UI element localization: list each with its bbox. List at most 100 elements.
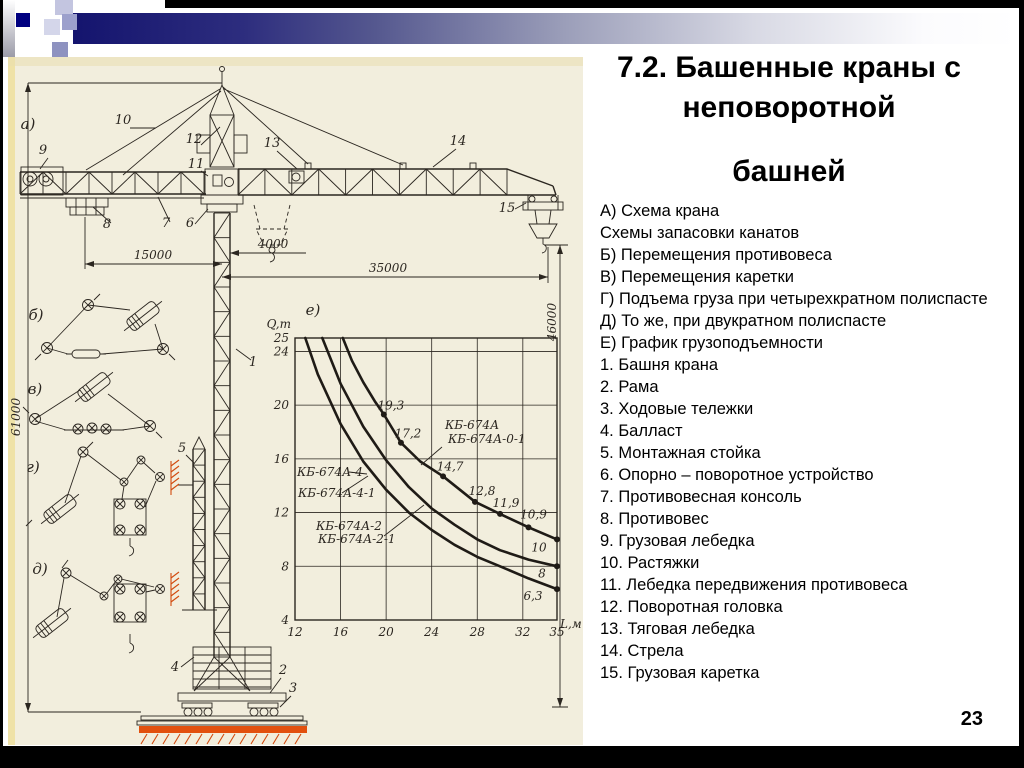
jib (238, 162, 557, 196)
curve-label: КБ-674А-4-1 (297, 486, 376, 500)
panel-label-а: а) (21, 115, 36, 133)
decor-square-medium (62, 14, 77, 30)
callout-15: 15 (499, 201, 516, 216)
callout-5: 5 (178, 441, 186, 456)
curve-label: КБ-674А-2-1 (317, 532, 396, 546)
callout-2: 2 (278, 663, 287, 678)
dimension-35000: 35000 (369, 261, 408, 275)
callout-1: 1 (249, 355, 257, 370)
data-point (440, 473, 447, 480)
part-item: 6. Опорно – поворотное устройство (600, 466, 874, 484)
decor-square-light (55, 0, 73, 15)
y-axis-label: Q,т (267, 317, 291, 331)
point-label-6,3: 6,3 (523, 589, 542, 603)
point-label-10: 10 (531, 540, 547, 554)
part-item: 15. Грузовая каретка (600, 664, 760, 682)
point-label-11,9: 11,9 (493, 496, 520, 510)
point-label-10,9: 10,9 (520, 507, 547, 521)
mounting-post (178, 435, 217, 611)
x-tick-32: 32 (515, 625, 530, 639)
data-point (554, 586, 560, 593)
counterweight-console (20, 166, 206, 216)
chart-panel-label: е) (306, 301, 321, 319)
callout-10: 10 (115, 113, 132, 128)
callout-13: 13 (264, 136, 281, 151)
part-item: 11. Лебедка передвижения противовеса (600, 576, 908, 594)
part-item: 9. Грузовая лебедка (600, 532, 755, 550)
tower-chords (213, 213, 231, 657)
point-label-19,3: 19,3 (377, 399, 404, 413)
x-tick-20: 20 (377, 625, 394, 639)
figure-text-labels: а)б)в)г)д)150003500040004600061000123456… (9, 113, 559, 696)
reeving-scheme-b (34, 293, 176, 361)
callout-leaders (39, 126, 527, 708)
part-item: 1. Башня крана (600, 356, 719, 374)
part-item: 2. Рама (600, 378, 659, 396)
point-label-14,7: 14,7 (437, 459, 464, 473)
part-item: 12. Поворотная головка (600, 598, 783, 616)
data-point (380, 411, 387, 418)
legend-item: В) Перемещения каретки (600, 268, 794, 286)
callout-6: 6 (186, 216, 194, 231)
y-tick-25: 25 (273, 331, 289, 345)
legend-item: Схемы запасовки канатов (600, 224, 800, 242)
curve-label: КБ-674А-0-1 (447, 432, 526, 446)
callout-14: 14 (450, 134, 467, 149)
slide-title-tail: башней (732, 155, 846, 188)
scan-top-tint (8, 57, 583, 66)
guy-ropes (85, 86, 404, 176)
reeving-scheme-v (22, 389, 163, 439)
x-tick-16: 16 (333, 625, 349, 639)
data-point (497, 510, 504, 517)
x-axis-label: L,м (559, 617, 582, 631)
title-block: 7.2. Башенные краны с неповоротной башне… (567, 48, 1011, 190)
point-label-17,2: 17,2 (395, 427, 422, 441)
point-label-8: 8 (538, 566, 546, 580)
y-tick-4: 4 (280, 613, 289, 627)
decor-square-lighter (44, 19, 60, 35)
data-point (471, 498, 478, 505)
y-tick-16: 16 (274, 452, 290, 466)
dimension-4000: 4000 (257, 237, 289, 251)
callout-12: 12 (186, 132, 203, 147)
curve-3 (304, 336, 559, 591)
x-tick-28: 28 (469, 625, 486, 639)
legend-item: Е) График грузоподъемности (600, 334, 824, 352)
curve-label: КБ-674А-4 (296, 465, 363, 479)
y-tick-8: 8 (281, 559, 289, 573)
crane-side-view: а)б)в)г)д)150003500040004600061000123456… (9, 66, 568, 745)
curve-2 (321, 336, 559, 568)
orange-hatching (140, 459, 302, 745)
callout-8: 8 (103, 217, 111, 232)
header-left-gradient-strip (3, 0, 15, 57)
scan-edge-tint (8, 57, 15, 745)
callout-3: 3 (289, 681, 297, 696)
dimension-61000: 61000 (9, 398, 23, 437)
panel-label-г: г) (26, 458, 40, 476)
panel-label-в: в) (28, 380, 43, 398)
legend-item: Д) То же, при двукратном полиспасте (600, 312, 887, 330)
callout-9: 9 (39, 143, 47, 158)
dimension-15000: 15000 (134, 248, 173, 262)
curve-label: КБ-674А (444, 418, 499, 432)
curve-label: КБ-674А-2 (315, 519, 382, 533)
point-label-12,8: 12,8 (469, 484, 496, 498)
y-tick-20: 20 (273, 398, 290, 412)
ballast-slats (193, 647, 271, 689)
x-tick-35: 35 (549, 625, 564, 639)
hook-block-dashed (253, 204, 291, 263)
y-tick-24: 24 (273, 344, 289, 358)
decor-square-dark (52, 42, 68, 57)
data-point (554, 536, 560, 543)
callout-7: 7 (162, 216, 171, 231)
part-item: 14. Стрела (600, 642, 684, 660)
crane-diagram-svg: а)б)в)г)д)150003500040004600061000123456… (9, 66, 582, 745)
curve-1 (341, 336, 559, 541)
x-tick-12: 12 (287, 625, 302, 639)
